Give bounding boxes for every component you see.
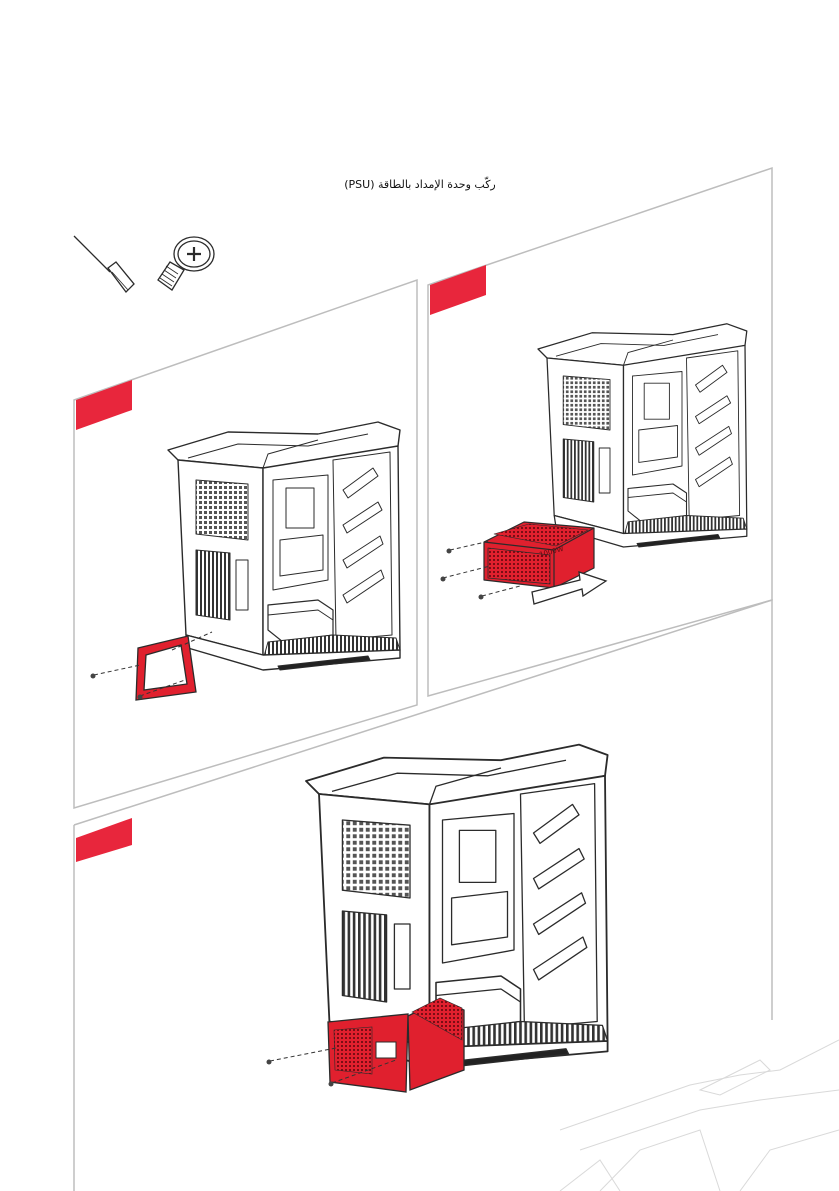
- case-step-2: [538, 324, 747, 547]
- case-step-1: [168, 422, 400, 670]
- background-outline-graphic: [560, 1040, 839, 1191]
- screwdriver-icon: [74, 236, 134, 292]
- psu-bracket: [136, 636, 196, 700]
- step-tab-3: [76, 818, 132, 862]
- screw-icon: [158, 237, 214, 290]
- step-tab-2: [430, 265, 486, 315]
- step-tab-1: [76, 380, 132, 430]
